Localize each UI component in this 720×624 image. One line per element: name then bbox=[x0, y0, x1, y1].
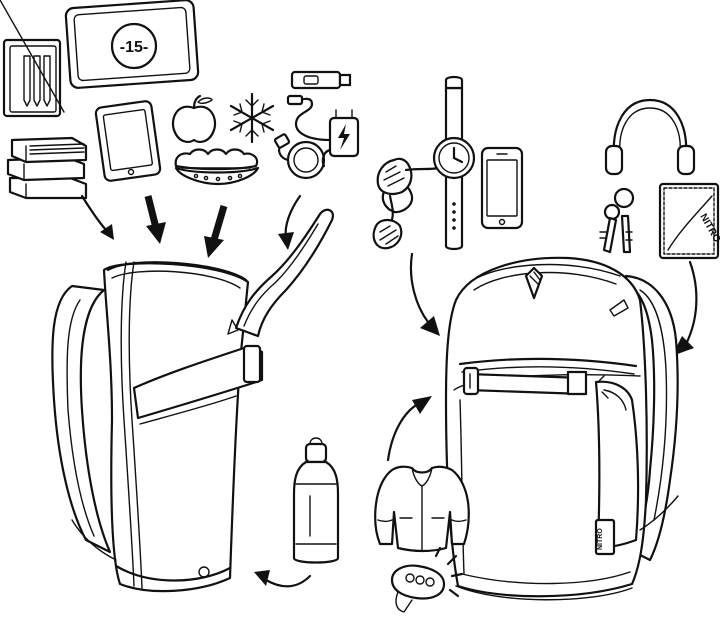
snowflake-icon bbox=[229, 92, 275, 144]
sunglasses-icon bbox=[372, 157, 440, 250]
sleeve-badge-text: -15- bbox=[120, 39, 148, 56]
laptop-sleeve-icon: -15- bbox=[64, 0, 200, 89]
sandwich-icon bbox=[174, 148, 260, 186]
usb-stick-icon bbox=[290, 70, 352, 90]
curved-arrow-icon bbox=[80, 194, 114, 240]
curved-arrow-icon bbox=[144, 195, 166, 244]
backpack-tag-text: NITRO bbox=[597, 528, 604, 550]
sleeve-badge bbox=[110, 22, 158, 70]
curved-arrow-icon bbox=[278, 194, 302, 250]
keys-icon bbox=[599, 187, 635, 254]
wristwatch-icon bbox=[432, 75, 476, 251]
backpack-closed-illustration: NITRO bbox=[444, 256, 679, 601]
bike-light-icon bbox=[390, 546, 464, 613]
curved-arrow-icon bbox=[409, 252, 440, 336]
notebook-pens-icon bbox=[0, 0, 65, 118]
curved-arrow-icon bbox=[204, 205, 228, 258]
backpack-open-illustration bbox=[51, 208, 334, 593]
smartphone-icon bbox=[480, 146, 524, 230]
tablet-icon bbox=[94, 100, 162, 182]
jacket-icon bbox=[374, 465, 470, 553]
brand-logo-icon bbox=[524, 266, 544, 300]
curved-arrow-icon bbox=[386, 396, 432, 462]
water-bottle-icon bbox=[292, 437, 340, 564]
curved-arrow-icon bbox=[254, 570, 312, 588]
charger-cable-icon bbox=[273, 94, 360, 180]
books-icon bbox=[6, 136, 88, 200]
apple-icon bbox=[171, 94, 217, 143]
headphones-icon bbox=[604, 98, 696, 176]
wallet-icon: NITRO bbox=[658, 182, 720, 260]
